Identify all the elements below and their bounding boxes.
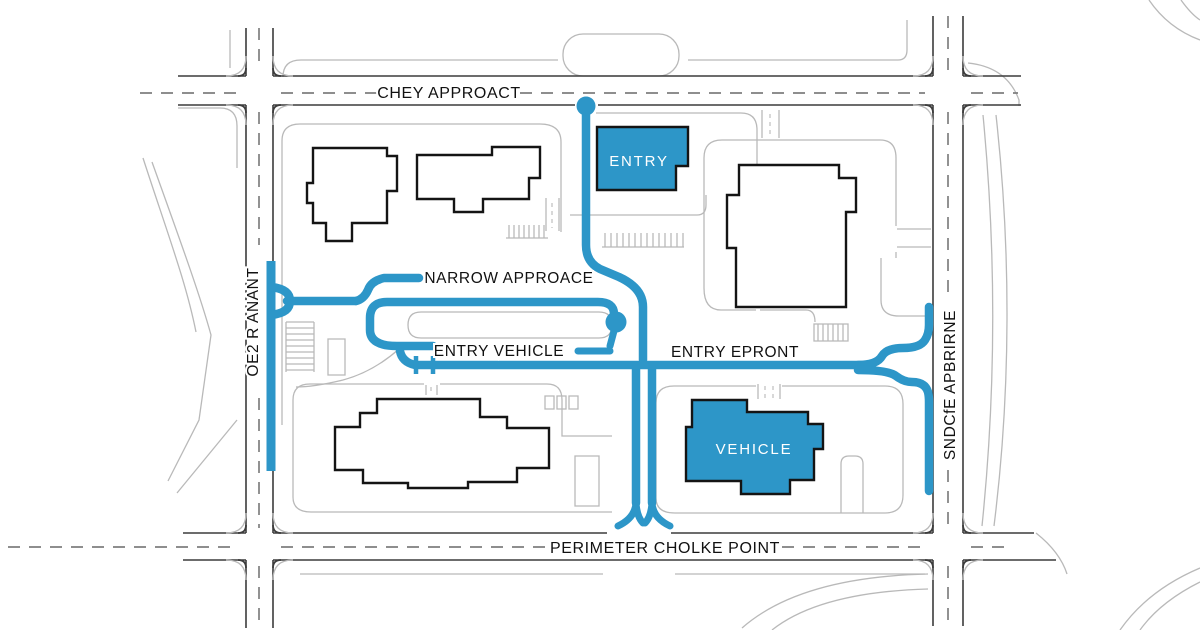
route-dot-loop <box>605 311 627 333</box>
building-outline-northwest-2 <box>415 145 542 214</box>
building-outline-northwest-1 <box>305 146 399 243</box>
building-label-vehicle: VEHICLE <box>716 441 793 458</box>
street-label-north: CHEY APPROACT <box>377 85 521 102</box>
street-label-entry-epront: ENTRY EPRONT <box>671 344 799 361</box>
building-label-entry: ENTRY <box>609 153 669 170</box>
centerline-dashes <box>8 16 1018 624</box>
driveway-stub-vehicle-dash <box>764 386 774 398</box>
route-south-flare <box>614 499 674 530</box>
street-label-narrow-approach: NARROW APPROACE <box>424 270 593 287</box>
route-network <box>266 96 934 530</box>
route-west-junction <box>266 282 361 320</box>
route-loop <box>365 297 619 351</box>
road-lines <box>178 16 1056 628</box>
east-margin-curves <box>981 114 1008 527</box>
parking-details <box>285 110 849 507</box>
small-stalls <box>544 395 600 507</box>
street-label-west: OE2 R ANANT <box>245 267 262 376</box>
parcel-northeast-driveway <box>880 228 931 317</box>
west-margin-curves <box>142 30 238 494</box>
building-outline-northeast <box>725 163 858 309</box>
route-east-ramp-lower <box>853 365 934 496</box>
driveway-stub-vehicle <box>757 384 781 399</box>
intersection-corner-arcs <box>237 67 972 569</box>
route-east-ramp-upper <box>853 302 934 370</box>
buildings <box>305 125 858 496</box>
parcel-northeast-block <box>703 139 897 323</box>
parking-comb-2 <box>602 233 684 248</box>
parcel-northwest-block <box>281 123 562 425</box>
route-loop-stub <box>574 327 618 355</box>
road-horizontal-edges <box>178 75 1056 561</box>
parcel-southwest-block <box>292 383 612 513</box>
route-cross-ticks <box>413 356 436 374</box>
parcel-northwest-sweep <box>295 348 400 388</box>
parking-ladder <box>285 321 346 376</box>
route-north-vertical <box>581 101 648 365</box>
north-rounded-lot <box>562 33 680 77</box>
intersection-corner-arcs-outer <box>225 55 984 581</box>
building-entry <box>595 125 690 192</box>
loop-parking-island <box>407 311 613 339</box>
route-center-strands <box>631 363 657 508</box>
building-outline-southwest <box>333 397 551 490</box>
street-label-entry-vehicle: ENTRY VEHICLE <box>434 343 564 360</box>
corner-curves <box>741 0 1200 630</box>
street-label-east: SNDCfE APBRIRNE <box>942 310 959 460</box>
parking-comb-3 <box>813 323 849 342</box>
parking-comb-1 <box>506 225 548 239</box>
building-vehicle <box>684 398 825 496</box>
driveway-stub-entry <box>545 198 560 231</box>
street-label-south: PERIMETER CHOLKE POINT <box>550 540 780 557</box>
street-labels: CHEY APPROACT PERIMETER CHOLKE POINT OE2… <box>243 83 961 559</box>
driveway-stub-b4 <box>425 385 438 395</box>
centerline-west-east-roads <box>258 16 949 624</box>
centerline-north-south-roads <box>8 92 1018 548</box>
route-dot-north <box>576 96 596 116</box>
driveway-stub-north <box>761 110 780 138</box>
parcel-lines <box>142 0 1200 630</box>
route-narrow-approach <box>351 273 424 306</box>
